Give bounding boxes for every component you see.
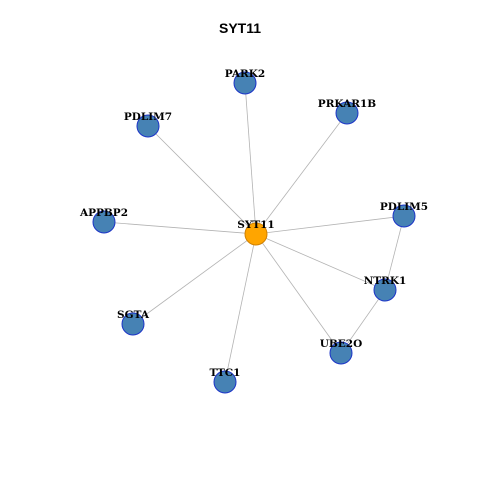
edge-syt11-prkar1b	[255, 112, 348, 235]
node-label-sgta: SGTA	[117, 309, 150, 321]
edge-layer	[103, 82, 405, 383]
edge-syt11-pdlim5	[255, 215, 405, 235]
node-label-prkar1b: PRKAR1B	[318, 98, 377, 110]
node-park2: PARK2	[225, 68, 265, 95]
edge-syt11-ube2o	[255, 233, 342, 354]
node-label-ube2o: UBE2O	[320, 338, 363, 350]
node-circle-syt11	[244, 222, 268, 246]
node-label-appbp2: APPBP2	[79, 207, 128, 219]
edge-pdlim5-ntrk1	[384, 215, 405, 291]
node-appbp2: APPBP2	[79, 207, 128, 234]
node-circle-pdlim7	[136, 114, 160, 138]
node-ntrk1: NTRK1	[364, 275, 407, 302]
node-circle-ttc1	[213, 370, 237, 394]
node-circle-appbp2	[92, 210, 116, 234]
node-label-syt11: SYT11	[237, 219, 275, 231]
node-label-ttc1: TTC1	[210, 367, 241, 379]
node-circle-sgta	[121, 312, 145, 336]
edge-syt11-appbp2	[103, 221, 257, 235]
node-pdlim5: PDLIM5	[380, 201, 428, 228]
node-prkar1b: PRKAR1B	[318, 98, 377, 125]
node-ube2o: UBE2O	[320, 338, 363, 365]
node-circle-park2	[233, 71, 257, 95]
edge-syt11-pdlim7	[147, 125, 257, 235]
node-label-park2: PARK2	[225, 68, 265, 80]
edge-syt11-ttc1	[224, 233, 257, 383]
node-circle-ntrk1	[373, 278, 397, 302]
node-circle-pdlim5	[392, 204, 416, 228]
edge-syt11-ntrk1	[255, 233, 386, 291]
node-pdlim7: PDLIM7	[124, 111, 172, 138]
node-circle-prkar1b	[335, 101, 359, 125]
node-sgta: SGTA	[117, 309, 150, 336]
node-label-pdlim5: PDLIM5	[380, 201, 428, 213]
node-syt11: SYT11	[237, 219, 275, 246]
node-label-ntrk1: NTRK1	[364, 275, 407, 287]
node-label-pdlim7: PDLIM7	[124, 111, 172, 123]
edge-syt11-sgta	[132, 233, 257, 325]
edge-ntrk1-ube2o	[340, 289, 386, 354]
graph-title: SYT11	[218, 20, 262, 36]
edge-syt11-park2	[244, 82, 257, 235]
node-circle-ube2o	[329, 341, 353, 365]
node-ttc1: TTC1	[210, 367, 241, 394]
